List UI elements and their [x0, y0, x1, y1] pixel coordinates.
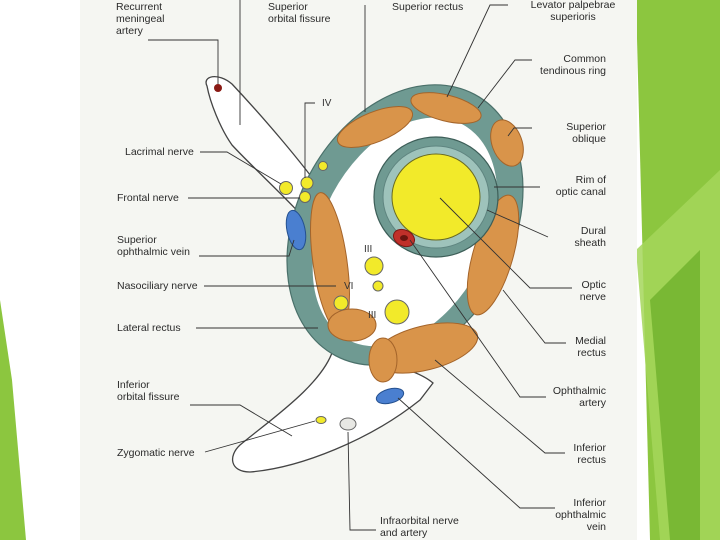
frontal-nerve-dot-a	[300, 176, 314, 190]
recurrent-meningeal-artery-dot	[214, 84, 222, 92]
label-line: Inferior	[573, 442, 606, 454]
label-line: oblique	[572, 133, 606, 145]
zygomatic-nerve-dot	[315, 416, 327, 424]
label-line: Nasociliary nerve	[117, 280, 198, 292]
label-line: Lacrimal nerve	[125, 146, 194, 158]
frontal-nerve-dot-b	[299, 191, 311, 203]
label-line: Superior rectus	[392, 1, 463, 13]
label-line: orbital fissure	[268, 13, 331, 25]
green-accent-left-shard	[0, 300, 26, 540]
label-line: Optic	[581, 279, 606, 291]
lacrimal-nerve-dot	[279, 181, 293, 195]
label-line: rectus	[577, 347, 606, 359]
leader-lines	[148, 0, 572, 531]
label-line: vein	[587, 521, 606, 533]
label-line: Superior	[117, 234, 157, 246]
label-line: ophthalmic	[555, 509, 606, 521]
label-line: ophthalmic vein	[117, 246, 190, 258]
label-line: optic canal	[556, 186, 606, 198]
label-frontal-nerve: Frontal nerve	[117, 192, 179, 204]
superior-oblique-muscle	[490, 119, 524, 167]
label-line: Superior	[566, 121, 606, 133]
label-superior-rectus: Superior rectus	[392, 1, 463, 13]
label-line: Medial	[575, 335, 606, 347]
levator-palpebrae-muscle	[410, 92, 482, 124]
label-line: orbital fissure	[117, 391, 180, 403]
superior-rectus-muscle	[336, 106, 414, 148]
label-line: Recurrent	[116, 1, 162, 13]
label-lacrimal-nerve: Lacrimal nerve	[125, 146, 194, 158]
label-line: Lateral rectus	[117, 322, 181, 334]
label-line: Rim of	[576, 174, 606, 186]
label-zygomatic-nerve: Zygomatic nerve	[117, 447, 195, 459]
label-line: Inferior	[117, 379, 150, 391]
label-lateral-rectus: Lateral rectus	[117, 322, 181, 334]
label-line: Dural	[581, 225, 606, 237]
label-line: Infraorbital nerve	[380, 515, 459, 527]
lateral-rectus-lower-head	[327, 308, 377, 342]
inferior-ophthalmic-vein-shape	[375, 387, 405, 405]
trochlear-nerve-dot	[318, 161, 328, 171]
label-line: rectus	[577, 454, 606, 466]
oculomotor-upper-dot	[364, 256, 384, 276]
oculomotor-lower-dot	[384, 299, 410, 325]
label-line: artery	[579, 397, 607, 409]
nerve-number-iv: IV	[322, 98, 332, 109]
medial-rectus-muscle	[466, 194, 520, 316]
nerve-number-vi: VI	[344, 281, 353, 292]
nerve-number-iii-upper: III	[364, 244, 372, 255]
label-line: artery	[116, 25, 144, 37]
nerve-number-iii-lower: III	[368, 310, 376, 321]
label-line: tendinous ring	[540, 65, 606, 77]
label-line: Levator palpebrae	[531, 0, 616, 11]
label-line: Inferior	[573, 497, 606, 509]
superior-ophthalmic-vein-shape	[285, 209, 307, 251]
label-line: superioris	[550, 11, 596, 23]
optic-nerve-circle	[391, 153, 481, 241]
label-line: Common	[563, 53, 606, 65]
label-line: Ophthalmic	[553, 385, 606, 397]
label-line: Zygomatic nerve	[117, 447, 195, 459]
inferior-rectus-lateral-head	[368, 337, 398, 383]
ophthalmic-artery-core	[400, 235, 408, 241]
label-line: meningeal	[116, 13, 164, 25]
label-line: Frontal nerve	[117, 192, 179, 204]
green-accent-right-dark	[650, 250, 700, 540]
label-line: Superior	[268, 1, 308, 13]
label-line: and artery	[380, 527, 428, 539]
label-line: sheath	[574, 237, 606, 249]
infraorbital-nerve-dot	[339, 417, 357, 431]
label-nasociliary-nerve: Nasociliary nerve	[117, 280, 198, 292]
nasociliary-nerve-dot	[372, 280, 384, 292]
label-line: nerve	[580, 291, 606, 303]
abducens-nerve-dot	[333, 295, 349, 311]
